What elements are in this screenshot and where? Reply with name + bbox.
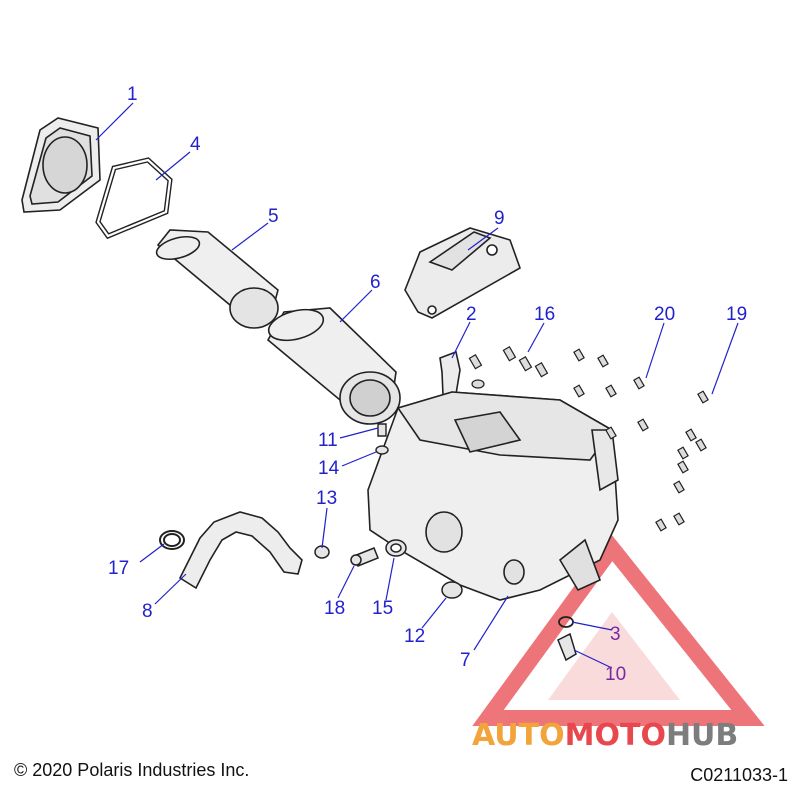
callout-5: 5 (268, 206, 279, 227)
part-hose (178, 511, 303, 590)
callout-16: 16 (534, 304, 555, 325)
callout-6: 6 (370, 272, 381, 293)
watermark-moto: MOTO (564, 718, 666, 753)
part-clamp-17 (159, 530, 185, 550)
callout-7: 7 (460, 650, 471, 671)
part-washer-14 (375, 445, 389, 455)
callout-4: 4 (190, 134, 201, 155)
callout-14: 14 (318, 458, 340, 479)
part-drain-10 (557, 632, 577, 662)
callout-10: 10 (605, 664, 626, 685)
leader-lines (95, 102, 739, 669)
callout-labels: 1 4 5 6 9 2 16 20 19 11 14 13 17 8 18 15… (108, 84, 747, 685)
watermark-auto: AUTO (472, 718, 565, 753)
copyright-notice: © 2020 Polaris Industries Inc. (14, 760, 250, 780)
part-filter-element (266, 307, 401, 425)
callout-20: 20 (654, 304, 675, 325)
callout-18: 18 (324, 598, 345, 619)
part-bracket (404, 227, 521, 319)
callout-13: 13 (316, 488, 337, 509)
part-airbox-housing (367, 391, 619, 601)
part-bolt-11 (377, 423, 387, 437)
callout-9: 9 (494, 208, 505, 229)
callout-17: 17 (108, 558, 129, 579)
part-grommet (385, 539, 407, 557)
fastener-group (468, 345, 709, 532)
callout-15: 15 (372, 598, 393, 619)
watermark-logo (472, 534, 765, 726)
callout-19: 19 (726, 304, 747, 325)
part-plug (441, 581, 463, 599)
callout-2: 2 (466, 304, 477, 325)
part-air-filter (155, 229, 279, 329)
callout-11: 11 (318, 430, 338, 451)
watermark-text: AUTOMOTOHUB (472, 718, 738, 753)
part-valve (350, 547, 379, 567)
watermark-hub: HUB (665, 718, 739, 753)
callout-12: 12 (404, 626, 425, 647)
callout-3: 3 (610, 624, 621, 645)
part-intake-cover (21, 117, 101, 213)
callout-8: 8 (142, 601, 153, 622)
callout-1: 1 (127, 84, 138, 105)
diagram-code: C0211033-1 (690, 765, 788, 785)
